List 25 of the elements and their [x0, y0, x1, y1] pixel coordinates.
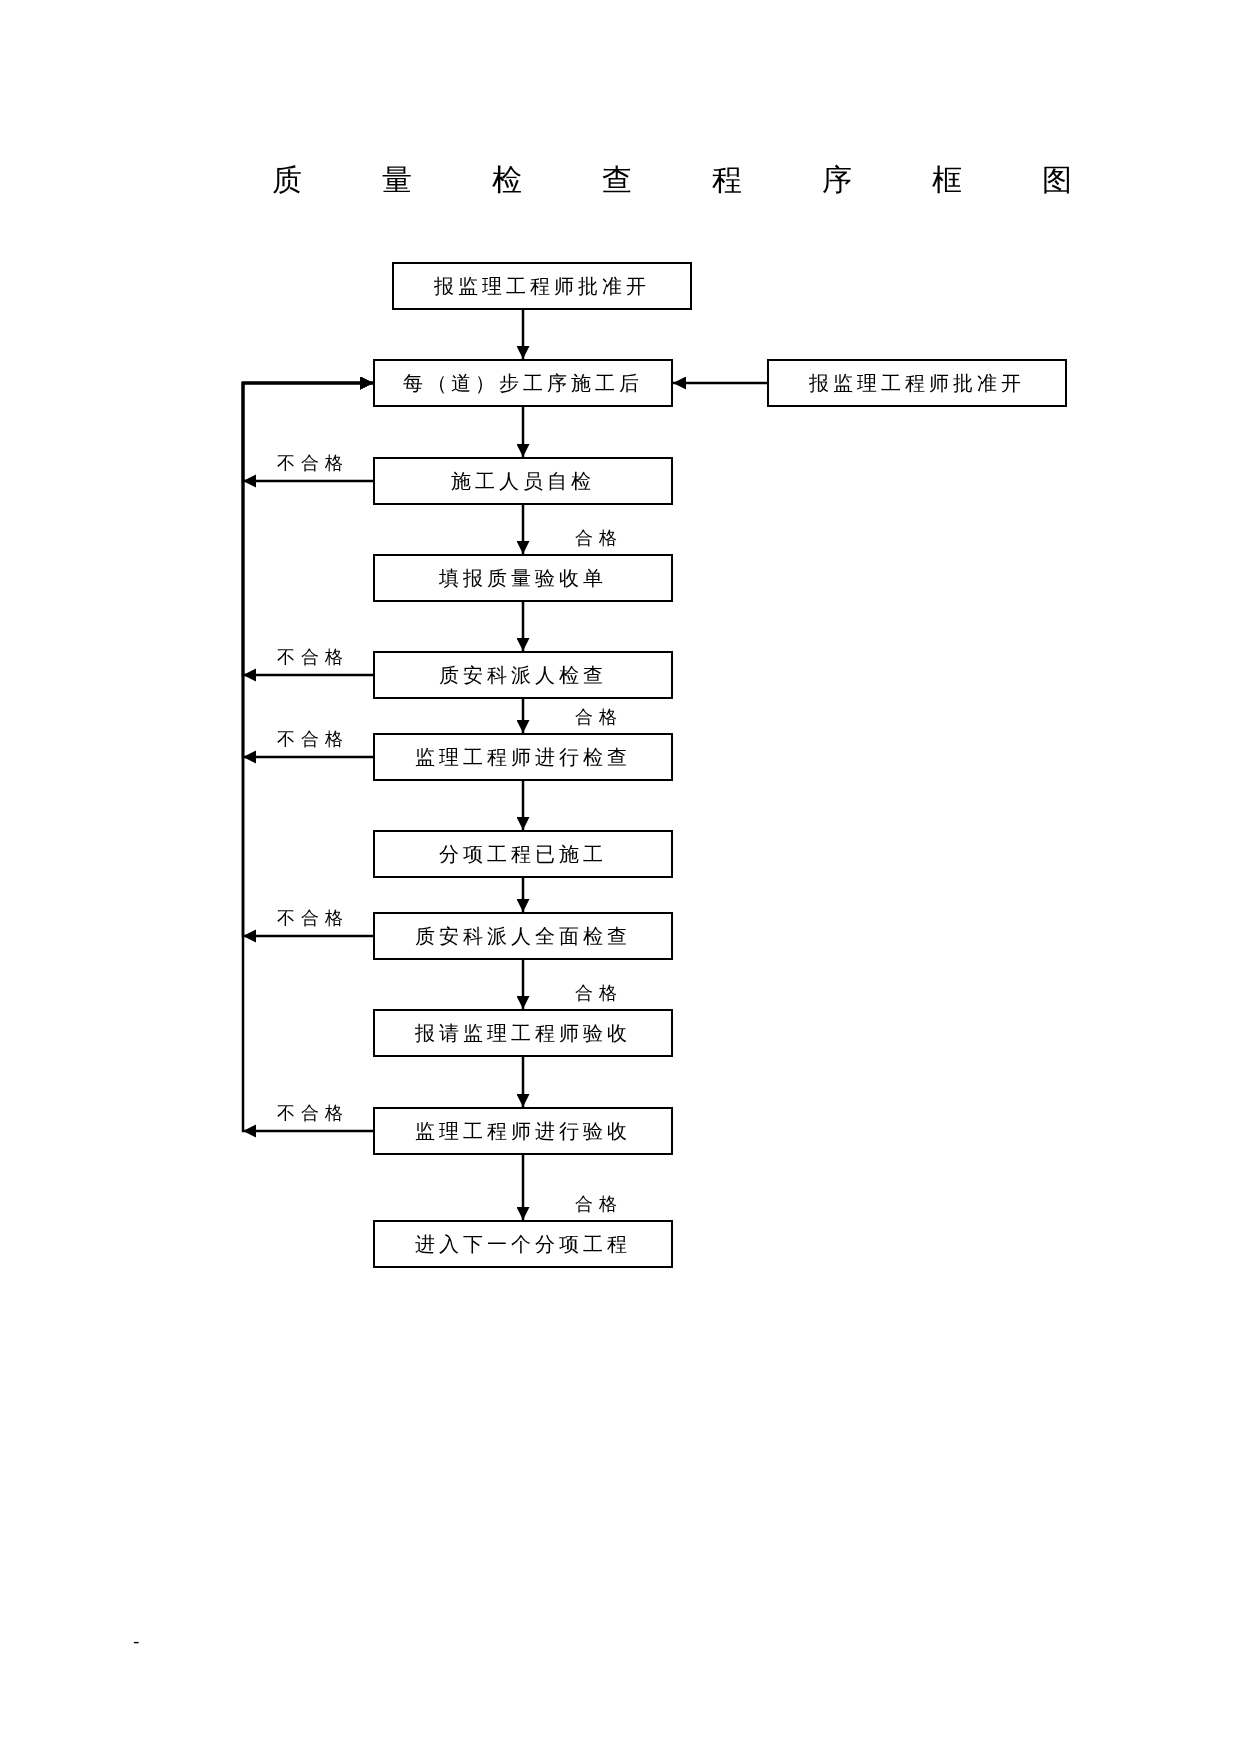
arrow — [516, 505, 530, 554]
arrow — [516, 878, 530, 912]
process-box: 分项工程已施工 — [373, 830, 673, 878]
arrow — [516, 1155, 530, 1220]
process-box: 施工人员自检 — [373, 457, 673, 505]
process-box: 报监理工程师批准开 — [767, 359, 1067, 407]
arrow — [516, 602, 530, 651]
arrow — [516, 699, 530, 733]
arrow — [241, 376, 373, 1138]
arrow — [516, 407, 530, 457]
process-box: 进入下一个分项工程 — [373, 1220, 673, 1268]
process-box: 报请监理工程师验收 — [373, 1009, 673, 1057]
arrow — [516, 310, 530, 359]
process-box: 填报质量验收单 — [373, 554, 673, 602]
title: 质量检查程序框图 — [272, 161, 1152, 199]
arrow — [516, 781, 530, 830]
arrow — [516, 960, 530, 1009]
process-box: 监理工程师进行验收 — [373, 1107, 673, 1155]
process-box: 每（道）步工序施工后 — [373, 359, 673, 407]
process-box: 报监理工程师批准开 — [392, 262, 692, 310]
process-box: 质安科派人全面检查 — [373, 912, 673, 960]
arrow — [516, 1057, 530, 1107]
process-box: 监理工程师进行检查 — [373, 733, 673, 781]
arrow — [673, 376, 767, 390]
process-box: 质安科派人检查 — [373, 651, 673, 699]
